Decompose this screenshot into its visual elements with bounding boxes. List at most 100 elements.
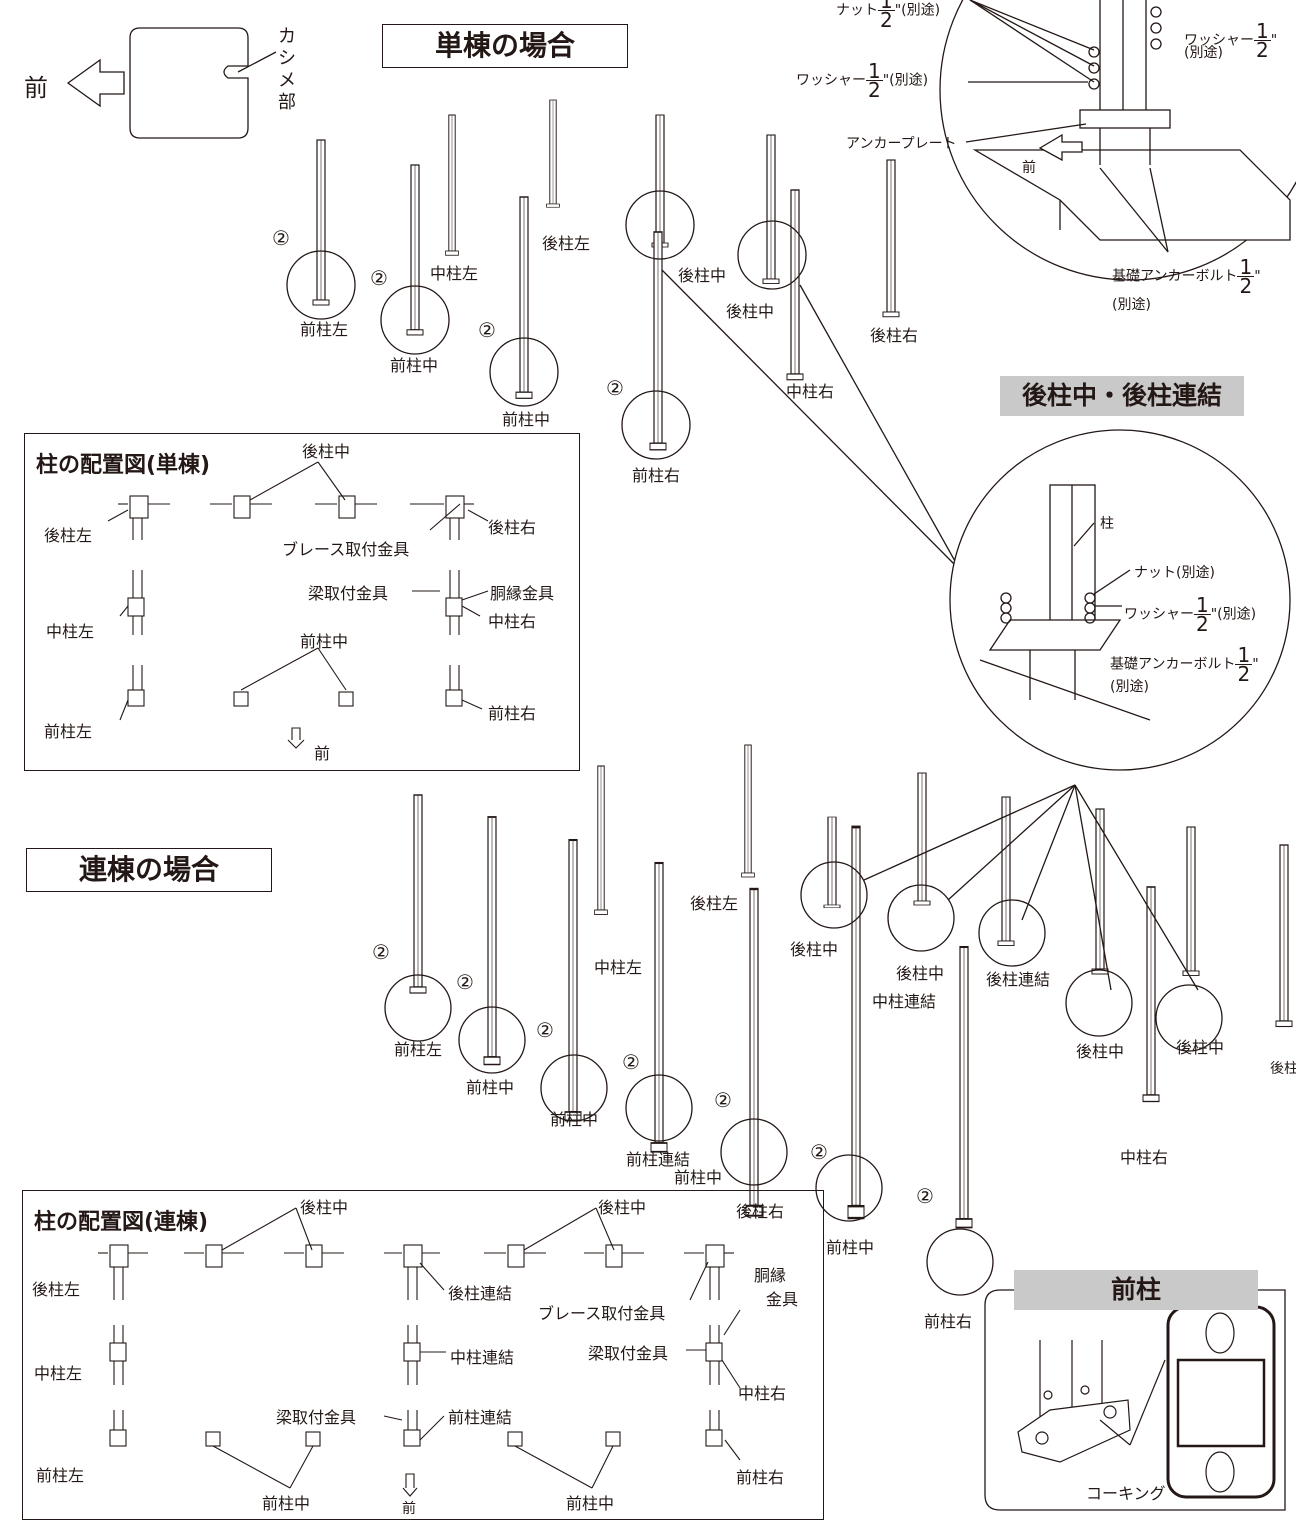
- ls-back-left: 後柱左: [44, 526, 93, 545]
- lm-back-right: 後柱右: [736, 1202, 785, 1221]
- connection-rays: [863, 784, 1199, 991]
- ls-front: 前: [314, 744, 331, 763]
- marker-1: ②: [272, 226, 290, 250]
- multi-mid-right: 中柱右: [1120, 1148, 1169, 1167]
- multi-front-left: 前柱左: [394, 1040, 443, 1059]
- layout-multi-panel: [22, 1190, 824, 1520]
- multi-front-right: 前柱右: [924, 1312, 973, 1331]
- multi-mid-link: 中柱連結: [872, 992, 937, 1011]
- ls-front-right: 前柱右: [488, 704, 537, 723]
- marker-2: ②: [370, 266, 388, 290]
- detail-front: 前: [1022, 160, 1036, 176]
- lm-front: 前: [402, 1501, 416, 1517]
- ls-mid-right: 中柱右: [488, 612, 537, 631]
- m-marker-3: ②: [536, 1018, 554, 1042]
- single-mid-left: 中柱左: [430, 264, 479, 283]
- lm-brace-bracket: ブレース取付金具: [538, 1304, 666, 1323]
- ls-beam-bracket: 梁取付金具: [308, 584, 389, 603]
- ls-back-right: 後柱右: [488, 518, 537, 537]
- lm-back-mid-b: 後柱中: [598, 1198, 647, 1217]
- single-front-left: 前柱左: [300, 320, 349, 339]
- lm-back-link: 後柱連結: [448, 1284, 513, 1303]
- front-post-drawing: [984, 1289, 1286, 1511]
- single-front-mid-b: 前柱中: [502, 410, 551, 429]
- front-arrow: [66, 58, 125, 108]
- joint-post: 柱: [1100, 516, 1114, 532]
- single-heading: 単棟の場合: [382, 24, 628, 68]
- ls-front-left: 前柱左: [44, 722, 93, 741]
- m-marker-2: ②: [456, 970, 474, 994]
- marker-4: ②: [606, 376, 624, 400]
- lm-back-left: 後柱左: [32, 1280, 81, 1299]
- detail-circle-joint: [949, 429, 1291, 771]
- multi-back-mid-a: 後柱中: [790, 940, 839, 959]
- layout-multi-title: 柱の配置図(連棟): [34, 1210, 209, 1235]
- single-back-right: 後柱右: [870, 326, 919, 345]
- m-marker-1: ②: [372, 940, 390, 964]
- lm-girt-1: 胴縁: [754, 1266, 787, 1285]
- single-front-mid-a: 前柱中: [390, 356, 439, 375]
- single-back-mid-a: 後柱中: [678, 266, 727, 285]
- m-marker-6: ②: [810, 1140, 828, 1164]
- layout-multi-drawing: [98, 1207, 741, 1497]
- lm-mid-left: 中柱左: [34, 1364, 83, 1383]
- lm-mid-link: 中柱連結: [450, 1348, 515, 1367]
- lm-front-right: 前柱右: [736, 1468, 785, 1487]
- multi-front-mid-d: 前柱中: [826, 1238, 875, 1257]
- multi-back-right-cut: 後柱: [1270, 1061, 1296, 1077]
- detail-anchor-plate: アンカープレート: [846, 136, 957, 152]
- joint-nut: ナット(別途): [1134, 565, 1215, 581]
- front-post-heading: 前柱: [1014, 1270, 1258, 1310]
- front-direction-label: 前: [24, 74, 48, 102]
- lm-front-mid-a: 前柱中: [262, 1494, 311, 1513]
- ls-brace-bracket: ブレース取付金具: [282, 540, 410, 559]
- lm-front-mid-b: 前柱中: [566, 1494, 615, 1513]
- single-back-left: 後柱左: [542, 234, 591, 253]
- detail-washer-right-sub: (別途): [1184, 45, 1223, 61]
- multi-circles: [384, 861, 1223, 1296]
- multi-back-left: 後柱左: [690, 894, 739, 913]
- lm-beam-bracket-a: 梁取付金具: [588, 1344, 669, 1363]
- multi-mid-left: 中柱左: [594, 958, 643, 977]
- m-marker-4: ②: [622, 1050, 640, 1074]
- lm-girt-2: 金具: [766, 1290, 799, 1309]
- ls-girt-bracket: 胴縁金具: [490, 584, 555, 603]
- ls-mid-left: 中柱左: [46, 622, 95, 641]
- multi-front-mid-b: 前柱中: [550, 1110, 599, 1129]
- multi-heading: 連棟の場合: [26, 848, 272, 892]
- caulking-label: コーキング: [1086, 1484, 1166, 1503]
- joint-heading: 後柱中・後柱連結: [1000, 376, 1244, 416]
- kashime-plate: [129, 27, 249, 139]
- multi-front-mid-c: 前柱中: [674, 1168, 723, 1187]
- detail-foundation-bolt-sub: (別途): [1112, 297, 1151, 313]
- single-back-mid-b: 後柱中: [726, 302, 775, 321]
- layout-single-panel: [24, 433, 580, 771]
- lm-front-link: 前柱連結: [448, 1408, 513, 1427]
- ls-front-mid: 前柱中: [300, 632, 349, 651]
- single-front-right: 前柱右: [632, 466, 681, 485]
- lm-front-left: 前柱左: [36, 1466, 85, 1485]
- multi-front-mid-a: 前柱中: [466, 1078, 515, 1097]
- multi-back-mid-d: 後柱中: [1176, 1038, 1225, 1057]
- kashime-label: カシメ部: [278, 26, 296, 113]
- lm-beam-bracket-b: 梁取付金具: [276, 1408, 357, 1427]
- multi-back-mid-b: 後柱中: [896, 964, 945, 983]
- joint-foundation-bolt-sub: (別途): [1110, 679, 1149, 695]
- ls-back-mid: 後柱中: [302, 442, 351, 461]
- multi-front-link: 前柱連結: [626, 1150, 691, 1169]
- single-mid-right: 中柱右: [786, 382, 835, 401]
- lm-back-mid-a: 後柱中: [300, 1198, 349, 1217]
- m-marker-7: ②: [916, 1184, 934, 1208]
- m-marker-5: ②: [714, 1088, 732, 1112]
- layout-single-drawing: [107, 461, 489, 749]
- marker-3: ②: [478, 318, 496, 342]
- layout-single-title: 柱の配置図(単棟): [36, 453, 211, 478]
- lm-mid-right: 中柱右: [738, 1384, 787, 1403]
